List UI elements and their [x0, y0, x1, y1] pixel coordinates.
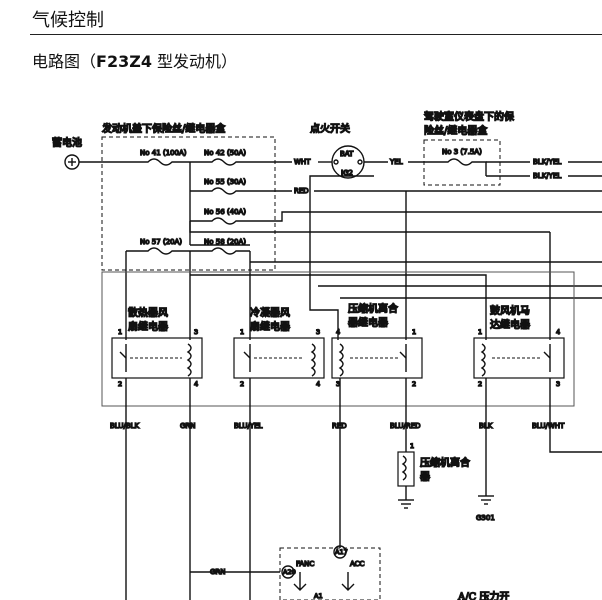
pin-a17-label: A17 — [335, 548, 348, 556]
wire-yel-label: YEL — [389, 158, 403, 166]
wire-blu-blk-label: BLU/BLK — [110, 422, 140, 430]
ignition-switch-label: 点火开关 — [310, 122, 350, 135]
svg-text:3: 3 — [316, 328, 320, 336]
svg-text:3: 3 — [556, 380, 560, 388]
ignition-switch: BAT IG2 — [331, 145, 388, 179]
svg-text:2: 2 — [478, 380, 482, 388]
svg-text:2: 2 — [118, 380, 122, 388]
pin-a1-label: A1 — [314, 592, 323, 600]
svg-text:4: 4 — [194, 380, 198, 388]
fuse-58 — [190, 247, 250, 255]
wire-wht-label: WHT — [294, 158, 311, 166]
ground-g301-label: G301 — [476, 514, 495, 522]
ac-pressure-label: A/C 压力开 — [457, 590, 509, 600]
condenser-fan-relay: 冷凝器风 扇继电器 1 3 2 4 — [233, 305, 325, 389]
battery-label: 蓄电池 — [52, 136, 82, 149]
header-rule — [30, 34, 602, 35]
svg-text:1: 1 — [478, 328, 482, 336]
pin-a20-label: A20 — [283, 568, 296, 576]
pin-a17-marker — [333, 545, 347, 559]
radiator-fan-relay: 散热器风 扇继电器 1 3 2 4 — [111, 305, 203, 389]
wire-blu-wht-label: BLU/WHT — [532, 422, 565, 430]
fuse-57 — [126, 247, 190, 255]
page-header: 气候控制 — [32, 10, 104, 31]
fuse-3 — [438, 158, 487, 176]
fanc-transistor — [293, 572, 307, 591]
wire-grn-bottom-label: GRN — [210, 568, 226, 576]
blower-relay-label-1: 鼓风机马 — [490, 304, 530, 317]
compressor-clutch-relay: 压缩机离合 器继电器 4 1 3 2 — [331, 301, 423, 389]
wire-red2-label: RED — [332, 422, 347, 430]
battery-symbol — [64, 154, 126, 170]
wire-red-label: RED — [294, 187, 309, 195]
radiator-relay-label-1: 散热器风 — [128, 306, 168, 319]
condenser-relay-label-1: 冷凝器风 — [250, 306, 290, 319]
acc-transistor — [341, 572, 355, 591]
svg-text:2: 2 — [412, 380, 416, 388]
diagram-subtitle: 电路图（F23Z4 型发动机） — [32, 52, 238, 71]
svg-text:1: 1 — [240, 328, 244, 336]
svg-text:1: 1 — [118, 328, 122, 336]
comp-relay-label-1: 压缩机离合 — [348, 302, 398, 315]
svg-text:1: 1 — [410, 442, 414, 450]
wire-blu-yel-label: BLU/YEL — [234, 422, 263, 430]
blower-motor-relay: 鼓风机马 达继电器 1 4 2 3 — [473, 303, 565, 389]
svg-text:4: 4 — [556, 328, 560, 336]
ecm-box — [279, 547, 381, 600]
dash-box-label-2: 险丝/继电器盒 — [424, 124, 487, 137]
svg-text:3: 3 — [194, 328, 198, 336]
fuse-55 — [190, 187, 292, 195]
clutch-label-1: 压缩机离合 — [420, 456, 470, 469]
svg-text:4: 4 — [316, 380, 320, 388]
fuse-3-label: No 3 (7.5A) — [442, 148, 482, 156]
blower-relay-label-2: 达继电器 — [490, 318, 530, 331]
comp-relay-label-2: 器继电器 — [348, 316, 388, 329]
fuse-42 — [190, 158, 292, 166]
clutch-label-2: 器 — [420, 471, 430, 483]
wire-blu-red-label: BLU/RED — [390, 422, 421, 430]
compressor-clutch: 1 — [397, 441, 415, 509]
condenser-relay-label-2: 扇继电器 — [250, 320, 290, 333]
wire-grn-label: GRN — [180, 422, 196, 430]
svg-text:2: 2 — [240, 380, 244, 388]
relay-panel-box — [101, 271, 575, 407]
fuse-57-label: No 57 (20A) — [140, 238, 182, 246]
svg-text:1: 1 — [412, 328, 416, 336]
comp-relay-feed — [309, 175, 374, 340]
underhood-fuse-box — [101, 136, 276, 271]
fuse-41 — [126, 158, 190, 166]
wire-blk-yel-1-label: BLK/YEL — [533, 158, 561, 166]
svg-text:3: 3 — [336, 380, 340, 388]
fuse-58-label: No 58 (20A) — [204, 238, 246, 246]
svg-text:BAT: BAT — [340, 150, 354, 158]
acc-label: ACC — [350, 560, 365, 568]
fanc-label: FANC — [296, 560, 314, 568]
svg-text:IG2: IG2 — [341, 169, 353, 177]
wire-blk-label: BLK — [479, 422, 493, 430]
fuse-41-label: No 41 (100A) — [140, 149, 187, 157]
underhood-box-label: 发动机盖下保险丝/继电器盒 — [102, 122, 225, 135]
ground-g301-symbol — [478, 495, 494, 505]
wire-blk-yel-2-label: BLK/YEL — [533, 172, 561, 180]
radiator-relay-label-2: 扇继电器 — [128, 320, 168, 333]
dash-box-label-1: 驾驶室仪表盘下的保 — [424, 110, 514, 123]
fuse-42-label: No 42 (50A) — [204, 149, 246, 157]
svg-text:4: 4 — [336, 328, 340, 336]
fuse-55-label: No 55 (30A) — [204, 178, 246, 186]
pin-a20-marker — [281, 565, 295, 579]
fuse-56-label: No 56 (40A) — [204, 208, 246, 216]
fuse-56 — [190, 211, 602, 225]
